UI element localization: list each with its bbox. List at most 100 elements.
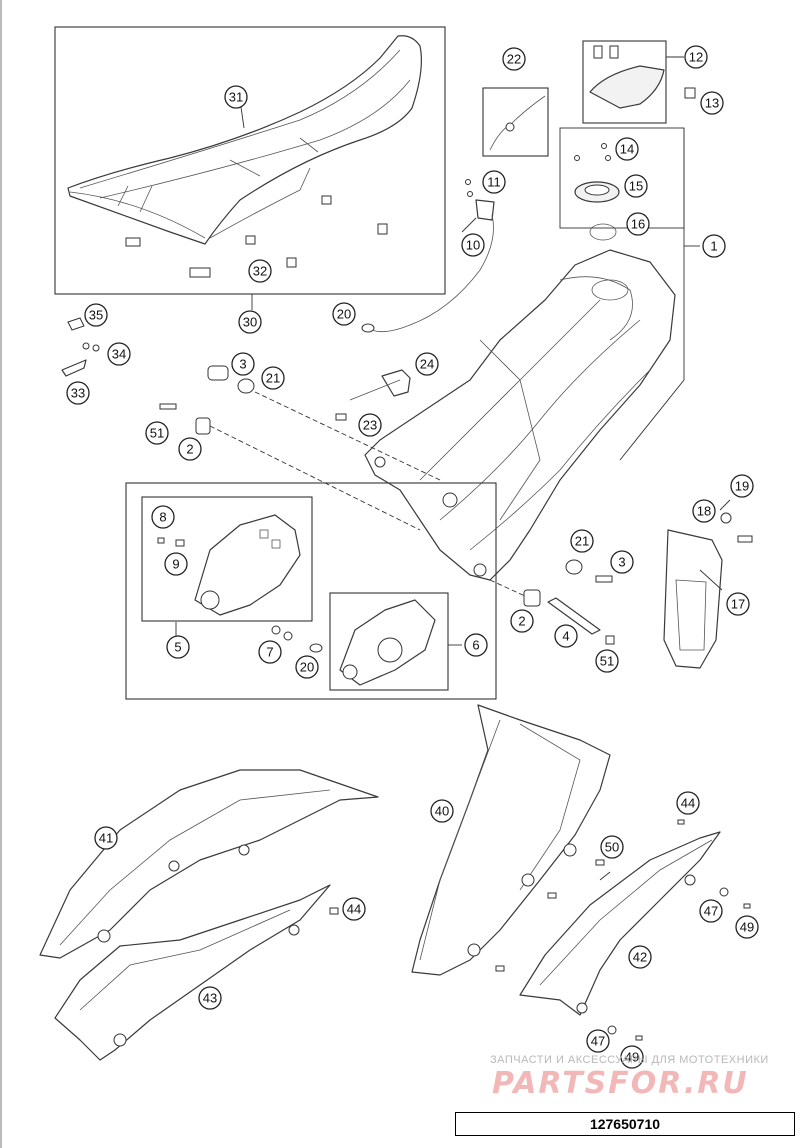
- svg-text:18: 18: [697, 504, 711, 519]
- rear-part-17: [663, 512, 753, 669]
- svg-text:34: 34: [112, 347, 126, 362]
- svg-text:5: 5: [174, 640, 181, 655]
- spacers-and-bolts: [159, 365, 615, 645]
- svg-text:3: 3: [239, 357, 246, 372]
- callout-49a: 49: [735, 915, 759, 939]
- callout-13: 13: [700, 91, 724, 115]
- svg-text:12: 12: [689, 50, 703, 65]
- svg-text:10: 10: [466, 238, 480, 253]
- tank-frame-body: [364, 249, 676, 581]
- svg-text:30: 30: [243, 315, 257, 330]
- drawing-number: 127650710: [455, 1112, 795, 1136]
- cap-parts-14-16: [574, 143, 620, 241]
- svg-text:40: 40: [435, 804, 449, 819]
- seat-assembly: [54, 26, 446, 310]
- svg-text:41: 41: [99, 831, 113, 846]
- svg-text:9: 9: [172, 557, 179, 572]
- svg-text:22: 22: [507, 52, 521, 67]
- svg-text:4: 4: [562, 629, 569, 644]
- svg-text:49: 49: [740, 920, 754, 935]
- callout-31: 31: [224, 85, 248, 109]
- callout-44a: 44: [342, 897, 366, 921]
- side-panel-41: [39, 769, 379, 959]
- svg-text:47: 47: [591, 1034, 605, 1049]
- watermark-tagline: ЗАПЧАСТИ И АКСЕССУАРЫ ДЛЯ МОТОТЕХНИКИ: [490, 1054, 769, 1066]
- bracket-23-24: [335, 369, 411, 421]
- callout-43: 43: [198, 986, 222, 1010]
- callout-47b: 47: [586, 1029, 610, 1053]
- callout-14: 14: [615, 137, 639, 161]
- side-panel-42: [519, 831, 721, 1016]
- guard-box-6: [329, 592, 449, 691]
- panel-fasteners: [329, 819, 751, 1041]
- svg-text:11: 11: [487, 175, 501, 190]
- callout-2b: 2: [510, 609, 534, 633]
- svg-text:1: 1: [710, 239, 717, 254]
- callout-35: 35: [84, 303, 108, 327]
- svg-text:14: 14: [620, 142, 634, 157]
- callout-15: 15: [624, 174, 648, 198]
- callout-9: 9: [164, 552, 188, 576]
- guard-box-5: [141, 496, 313, 622]
- callout-40: 40: [430, 799, 454, 823]
- guard-group: [125, 482, 497, 700]
- svg-text:8: 8: [159, 510, 166, 525]
- callout-3a: 3: [231, 352, 255, 376]
- item-12-box: [582, 40, 696, 124]
- callout-20a: 20: [332, 302, 356, 326]
- cable-10-11: [361, 179, 495, 333]
- tank-frame-1: [364, 127, 685, 581]
- svg-text:47: 47: [704, 904, 718, 919]
- seat-fasteners-32: [125, 195, 388, 278]
- callout-47a: 47: [699, 899, 723, 923]
- svg-text:6: 6: [472, 638, 479, 653]
- svg-text:17: 17: [731, 597, 745, 612]
- svg-text:19: 19: [735, 479, 749, 494]
- svg-text:3: 3: [618, 555, 625, 570]
- callout-21b: 21: [570, 529, 594, 553]
- svg-text:33: 33: [71, 386, 85, 401]
- callout-11: 11: [482, 170, 506, 194]
- svg-text:16: 16: [631, 217, 645, 232]
- svg-text:7: 7: [266, 645, 273, 660]
- svg-text:35: 35: [89, 308, 103, 323]
- callout-8: 8: [151, 505, 175, 529]
- svg-text:20: 20: [337, 307, 351, 322]
- svg-text:2: 2: [186, 442, 193, 457]
- seat-31: [67, 35, 422, 245]
- svg-text:43: 43: [203, 991, 217, 1006]
- svg-text:44: 44: [347, 902, 361, 917]
- callout-21a: 21: [261, 366, 285, 390]
- callout-51a: 51: [145, 421, 169, 445]
- callout-41: 41: [94, 826, 118, 850]
- svg-text:13: 13: [705, 96, 719, 111]
- side-panel-40: [411, 704, 611, 976]
- svg-text:51: 51: [150, 426, 164, 441]
- callout-24: 24: [415, 352, 439, 376]
- svg-text:24: 24: [420, 357, 434, 372]
- callout-18: 18: [692, 499, 716, 523]
- callout-2a: 2: [178, 437, 202, 461]
- callout-50: 50: [600, 835, 624, 859]
- callout-10: 10: [461, 233, 485, 257]
- callout-33: 33: [66, 381, 90, 405]
- watermark-logo: PARTSFOR.RU: [492, 1066, 749, 1101]
- svg-text:31: 31: [229, 90, 243, 105]
- callout-32: 32: [248, 259, 272, 283]
- small-parts-33-35: [61, 317, 100, 377]
- svg-text:20: 20: [300, 660, 314, 675]
- svg-text:44: 44: [681, 796, 695, 811]
- callout-6: 6: [464, 633, 488, 657]
- callout-49b: 49: [620, 1045, 644, 1069]
- svg-text:15: 15: [629, 179, 643, 194]
- callout-19: 19: [730, 474, 754, 498]
- callout-23: 23: [358, 413, 382, 437]
- callout-17: 17: [726, 592, 750, 616]
- svg-text:23: 23: [363, 418, 377, 433]
- callout-5: 5: [166, 635, 190, 659]
- callout-51b: 51: [595, 649, 619, 673]
- callout-16: 16: [626, 212, 650, 236]
- callout-22: 22: [502, 47, 526, 71]
- callout-44b: 44: [676, 791, 700, 815]
